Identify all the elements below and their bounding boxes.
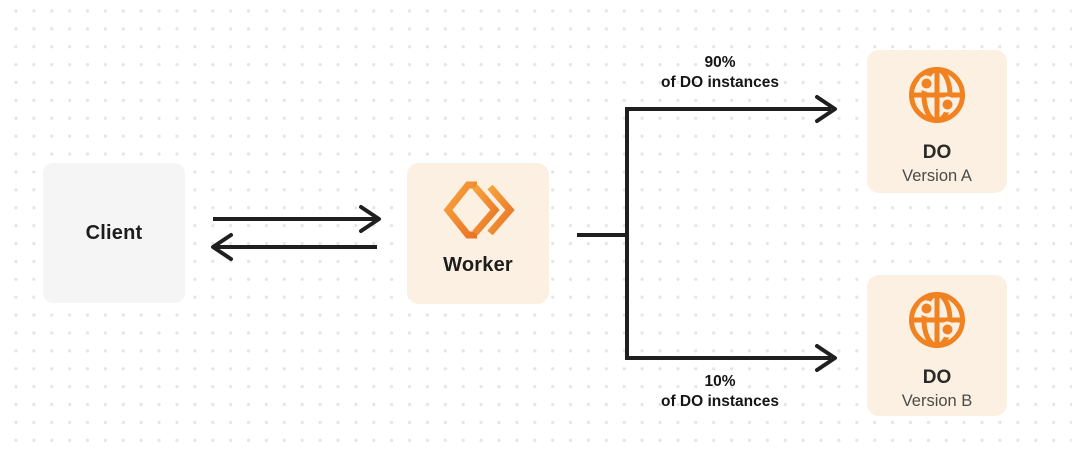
client-node-label: Client [85, 221, 143, 244]
durable-object-globe-icon [909, 292, 965, 348]
split-top-label-percent: 90% [704, 54, 736, 71]
worker-to-client-arrowhead-icon [211, 233, 233, 261]
client-to-worker-arrowhead-icon [359, 205, 381, 233]
do-version-a-node: DO Version A [867, 50, 1007, 193]
do-version-a-title: DO [922, 142, 952, 163]
split-bottom-arrowhead-icon [815, 344, 837, 372]
split-top-label: 90% of DO instances [661, 53, 779, 93]
do-version-b-title: DO [922, 367, 952, 388]
split-top-arrowhead-icon [815, 95, 837, 123]
split-bottom-label-percent: 10% [704, 373, 736, 390]
durable-object-globe-icon [909, 67, 965, 123]
split-bracket-line [625, 107, 831, 360]
do-version-b-subtitle: Version B [901, 392, 973, 410]
split-bottom-label-caption: of DO instances [661, 393, 779, 410]
split-top-label-caption: of DO instances [661, 74, 779, 91]
cloudflare-workers-icon [443, 181, 515, 239]
worker-node: Worker [407, 163, 549, 304]
do-version-b-node: DO Version B [867, 275, 1007, 416]
do-version-a-subtitle: Version A [902, 167, 972, 185]
split-bottom-label: 10% of DO instances [661, 372, 779, 412]
client-node: Client [43, 163, 185, 303]
worker-node-label: Worker [443, 254, 513, 276]
